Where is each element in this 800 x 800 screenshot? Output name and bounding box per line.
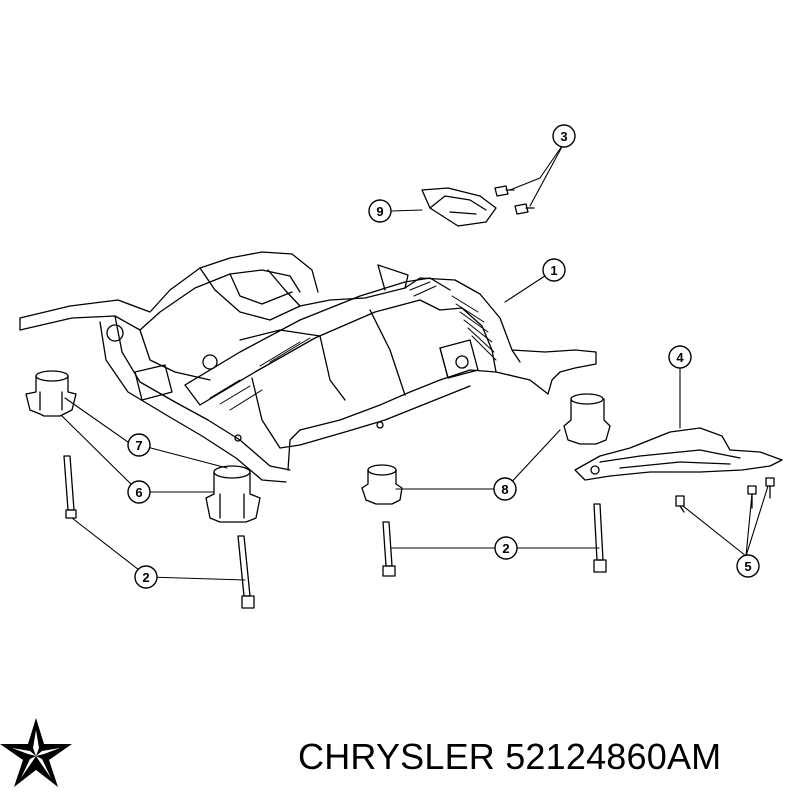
callout-4: 4 [668, 345, 692, 369]
bolt-2-left [237, 535, 255, 609]
callout-1: 1 [542, 258, 566, 282]
callout-6-label: 6 [135, 485, 142, 500]
bolt-2-far-left [63, 455, 77, 519]
callout-2-left-label: 2 [142, 570, 149, 585]
callout-3-label: 3 [560, 129, 567, 144]
callout-6: 6 [127, 480, 151, 504]
callout-7-label: 7 [135, 438, 142, 453]
callout-8: 8 [493, 477, 517, 501]
leader-lines [61, 142, 769, 581]
callout-8-label: 8 [501, 482, 508, 497]
bolt-2-center [382, 521, 396, 577]
part-caption: CHRYSLER 52124860AM [298, 736, 721, 778]
callout-5-label: 5 [744, 559, 751, 574]
bushing-6-left [25, 370, 77, 417]
crossmember-frame [19, 251, 597, 483]
callout-2-right: 2 [494, 536, 518, 560]
callout-9-label: 9 [376, 204, 383, 219]
callout-7: 7 [127, 433, 151, 457]
bushing-6-center [205, 465, 261, 523]
bolt-2-right [593, 503, 607, 573]
callout-4-label: 4 [676, 350, 684, 365]
bushing-8-center [361, 464, 403, 505]
chrysler-pentastar-icon [0, 718, 72, 787]
brand-name: CHRYSLER [298, 736, 495, 777]
callout-2-right-label: 2 [502, 541, 509, 556]
bolt-5-a [675, 495, 685, 513]
bushing-8-right [563, 393, 611, 445]
bolt-5-c [765, 477, 775, 499]
heat-shield-9 [421, 187, 497, 227]
callout-2-left: 2 [134, 565, 158, 589]
part-number: 52124860AM [505, 736, 722, 777]
fastener-3-a [494, 185, 515, 197]
callout-9: 9 [368, 199, 392, 223]
fastener-3-b [514, 203, 535, 215]
control-arm-4 [574, 427, 783, 481]
callout-3: 3 [552, 124, 576, 148]
callout-1-label: 1 [550, 263, 557, 278]
callout-5: 5 [736, 554, 760, 578]
crossmember-shading [209, 281, 497, 411]
